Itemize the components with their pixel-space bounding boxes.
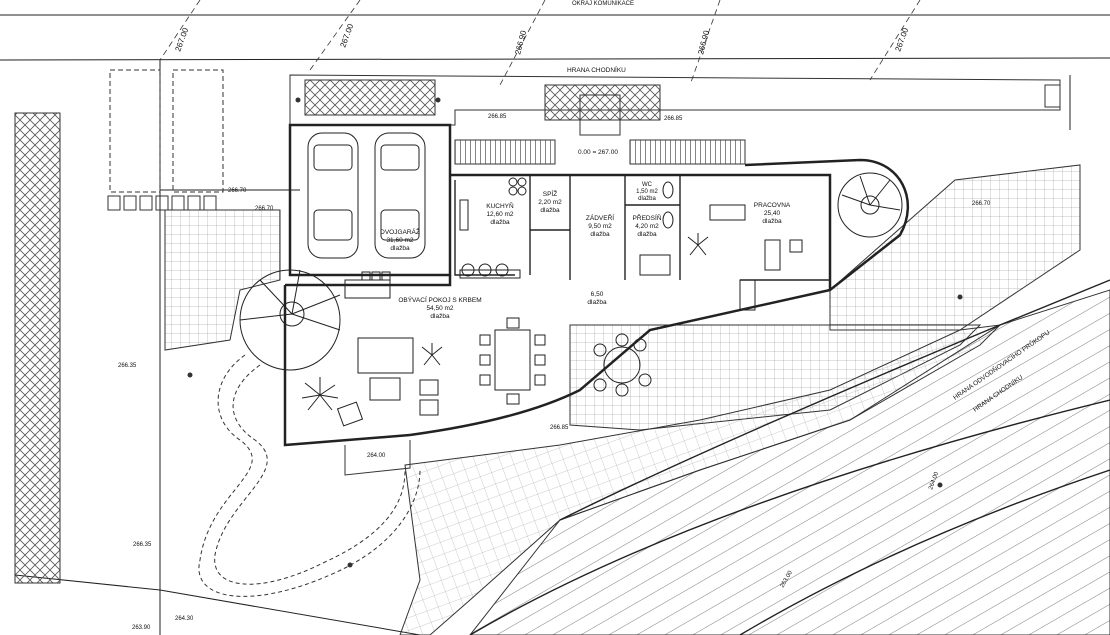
room-floor: dlažba: [540, 207, 560, 214]
room-floor: dlažba: [390, 245, 410, 252]
study-furniture: [709, 204, 803, 311]
wc-fixtures: [639, 181, 674, 276]
room-area: 4,20 m2: [635, 223, 659, 230]
plant-icons: [301, 233, 709, 411]
room-floor: dlažba: [490, 219, 510, 226]
spiral-stair-west: [239, 269, 341, 371]
room-area: 6,50: [591, 291, 604, 298]
west-paving: [164, 209, 281, 351]
room-pantry: SPÍŽ 2,20 m2 dlažba: [538, 189, 562, 214]
elevation: 266.85: [488, 114, 507, 120]
terrace-retaining-wall: [344, 440, 411, 476]
room-floor: dlažba: [638, 196, 656, 202]
contour-label-1: 267.00: [173, 26, 190, 53]
room-floor: dlažba: [587, 299, 607, 306]
room-vestibule: PŘEDSÍŇ 4,20 m2 dlažba: [633, 213, 662, 238]
north-entry-steps: [579, 94, 621, 136]
contour-label-5: 267.00: [893, 26, 910, 53]
slope-boundary-lines: [469, 279, 1110, 635]
room-corridor: 6,50 dlažba: [587, 291, 607, 306]
room-area: 25,40: [764, 210, 781, 217]
left-paving-strip: [14, 112, 61, 584]
elevation: 266.85: [550, 425, 569, 431]
garden-path: [198, 354, 421, 597]
room-study: PRACOVNA 25,40 dlažba: [754, 202, 791, 225]
contour-label-4: 266.90: [696, 29, 711, 55]
room-area: 2,20 m2: [538, 199, 562, 206]
room-area: 31,60 m2: [386, 237, 413, 244]
elevation: 266.70: [972, 201, 991, 207]
sofa-set: [336, 337, 439, 427]
room-floor: dlažba: [430, 313, 450, 320]
contour-label-3: 266.90: [513, 29, 528, 55]
zero-level-label: 0.00 = 267.00: [578, 149, 618, 156]
elevation: 264.00: [367, 453, 386, 459]
room-name: PŘEDSÍŇ: [633, 213, 662, 222]
room-garage: DVOJGARÁŽ 31,60 m2 dlažba: [380, 227, 420, 252]
elevation: 266.70: [228, 188, 247, 194]
north-planter: [1044, 84, 1061, 108]
room-name: SPÍŽ: [543, 189, 557, 198]
sidewalk-edge-label: HRANA CHODNÍKU: [567, 65, 626, 74]
room-name: ZÁDVEŘÍ: [586, 213, 614, 222]
contour-lines: [159, 0, 921, 86]
garage-storage: [344, 271, 391, 299]
east-paving: [829, 164, 1081, 331]
room-floor: dlažba: [590, 231, 610, 238]
elevation: 264.30: [175, 616, 194, 622]
room-area: 9,50 m2: [588, 223, 612, 230]
elevation: 266.35: [118, 363, 137, 369]
room-area: 1,50 m2: [636, 189, 658, 195]
spiral-stair-east: [837, 172, 903, 238]
curb-blocks: [107, 195, 217, 211]
room-name: KUCHYŇ: [486, 201, 514, 210]
room-floor: dlažba: [762, 218, 782, 225]
parking-spaces: [109, 69, 224, 193]
room-area: 54,50 m2: [426, 305, 453, 312]
site-boundary: [0, 14, 1110, 635]
dining-set: [479, 317, 546, 405]
elevation: 266.70: [255, 206, 274, 212]
room-hall: ZÁDVEŘÍ 9,50 m2 dlažba: [586, 213, 614, 238]
kitchen-fixtures: [459, 177, 527, 279]
north-paving-2: [544, 84, 661, 121]
room-name: OBÝVACÍ POKOJ S KRBEM: [398, 295, 481, 304]
room-area: 12,60 m2: [486, 211, 513, 218]
room-name: WC: [642, 182, 653, 188]
top-road-label: OKRAJ KOMUNIKACE: [572, 1, 634, 7]
garage-cars: [307, 132, 426, 259]
embankment-slope: [469, 289, 1110, 635]
north-paving-1: [304, 79, 436, 116]
elevation: 266.35: [133, 542, 152, 548]
patio-table: [593, 333, 652, 397]
room-living: OBÝVACÍ POKOJ S KRBEM 54,50 m2 dlažba: [398, 295, 481, 320]
room-wc: WC 1,50 m2 dlažba: [636, 182, 658, 202]
room-name: PRACOVNA: [754, 202, 791, 209]
planter-box-2: [629, 139, 746, 165]
planter-box-1: [454, 139, 556, 165]
garden-path-inner: [214, 364, 406, 585]
elevation: 266.85: [664, 116, 683, 122]
site-markers: [187, 97, 963, 568]
elevation: 263.90: [132, 625, 151, 631]
room-kitchen: KUCHYŇ 12,60 m2 dlažba: [486, 201, 514, 226]
room-name: DVOJGARÁŽ: [380, 227, 420, 236]
building-walls: [283, 123, 910, 447]
room-floor: dlažba: [637, 231, 657, 238]
